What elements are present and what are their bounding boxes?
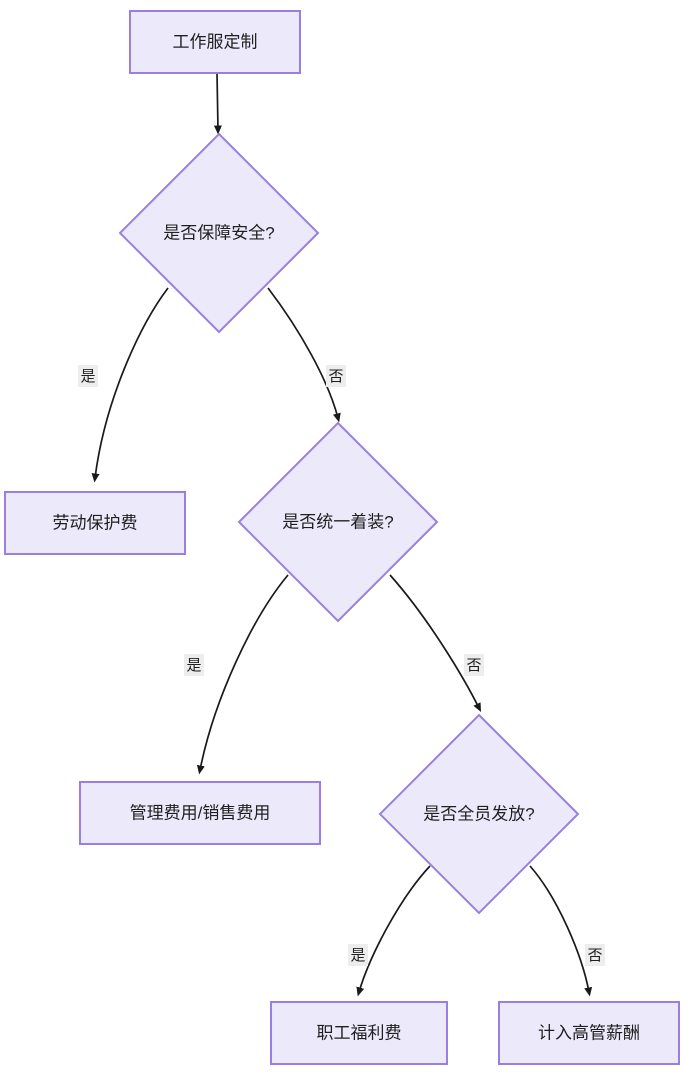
- edge-label-background: [585, 944, 605, 966]
- edge-label-text: 否: [328, 368, 343, 385]
- process-node[interactable]: 计入高管薪酬: [498, 1001, 680, 1065]
- edge-label-text: 否: [466, 657, 481, 674]
- node-label: 管理费用/销售费用: [130, 803, 271, 822]
- edge-label: 否: [464, 654, 484, 676]
- node-label: 职工福利费: [317, 1023, 402, 1042]
- rect-shape: [498, 1001, 680, 1065]
- node-label: 劳动保护费: [53, 513, 138, 532]
- decision-node[interactable]: 是否全员发放?: [378, 713, 580, 915]
- edge-label: 是: [348, 944, 368, 966]
- decision-node[interactable]: 是否统一着装?: [237, 421, 439, 623]
- edge-label: 否: [326, 365, 346, 387]
- flow-edge: [91, 287, 169, 483]
- node-label: 工作服定制: [173, 32, 258, 51]
- process-node[interactable]: 管理费用/销售费用: [79, 781, 321, 845]
- edge-labels-layer: 是否是否是否: [78, 365, 605, 966]
- edge-label-background: [464, 654, 484, 676]
- edge-label-background: [78, 365, 98, 387]
- edge-label-background: [348, 944, 368, 966]
- edge-label-text: 是: [350, 947, 365, 964]
- edge-label: 是: [78, 365, 98, 387]
- node-label: 计入高管薪酬: [538, 1023, 640, 1042]
- node-label: 是否全员发放?: [423, 804, 534, 823]
- flow-edge: [389, 574, 482, 713]
- rect-shape: [79, 781, 321, 845]
- edges-layer: [91, 72, 593, 997]
- edge-label-text: 是: [186, 657, 201, 674]
- flow-edge: [267, 287, 341, 423]
- process-node[interactable]: 工作服定制: [129, 10, 301, 74]
- process-node[interactable]: 劳动保护费: [4, 491, 186, 555]
- edge-label-background: [326, 365, 346, 387]
- flow-edge: [529, 865, 593, 997]
- decision-node[interactable]: 是否保障安全?: [118, 132, 320, 334]
- rect-shape: [270, 1001, 448, 1065]
- edge-label: 是: [184, 654, 204, 676]
- diamond-shape: [237, 421, 439, 623]
- flow-edge: [356, 865, 431, 997]
- edge-label: 否: [585, 944, 605, 966]
- process-node[interactable]: 职工福利费: [270, 1001, 448, 1065]
- edge-label-background: [184, 654, 204, 676]
- flow-edge: [213, 72, 222, 135]
- node-label: 是否保障安全?: [163, 223, 274, 242]
- diamond-shape: [118, 132, 320, 334]
- edge-label-text: 是: [80, 368, 95, 385]
- edge-label-text: 否: [587, 947, 602, 964]
- flow-edge: [196, 574, 289, 775]
- node-label: 是否统一着装?: [282, 512, 393, 531]
- rect-shape: [4, 491, 186, 555]
- diamond-shape: [378, 713, 580, 915]
- rect-shape: [129, 10, 301, 74]
